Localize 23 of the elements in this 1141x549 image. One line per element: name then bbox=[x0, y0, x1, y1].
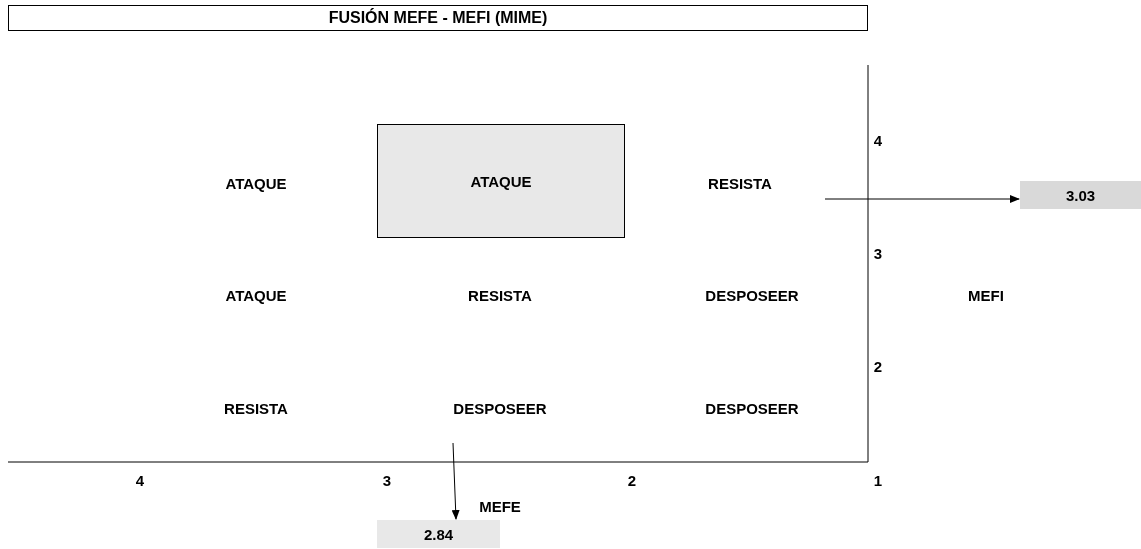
axis-title: MEFE bbox=[479, 497, 521, 515]
cell-label: RESISTA bbox=[224, 399, 288, 417]
highlighted-cell: ATAQUE bbox=[377, 124, 625, 238]
title-box: FUSIÓN MEFE - MEFI (MIME) bbox=[8, 5, 868, 31]
axis-tick-label: 3 bbox=[873, 244, 883, 262]
arrow bbox=[451, 442, 460, 520]
cell-label: DESPOSEER bbox=[705, 399, 799, 417]
cell-label: RESISTA bbox=[708, 174, 772, 192]
axis-tick-label: 2 bbox=[873, 357, 883, 375]
value-box: 3.03 bbox=[1020, 181, 1141, 209]
cell-label: ATAQUE bbox=[225, 286, 287, 304]
cell-label: DESPOSEER bbox=[705, 286, 799, 304]
axis-title: MEFI bbox=[968, 286, 1004, 304]
cell-label: ATAQUE bbox=[225, 174, 287, 192]
arrow bbox=[824, 195, 1020, 203]
axis-tick-label: 4 bbox=[135, 471, 145, 489]
value-box: 2.84 bbox=[377, 520, 500, 548]
cell-label: DESPOSEER bbox=[453, 399, 547, 417]
axis-tick-label: 1 bbox=[873, 471, 883, 489]
axis-tick-label: 3 bbox=[382, 471, 392, 489]
cell-label: RESISTA bbox=[468, 286, 532, 304]
axis-tick-label: 2 bbox=[627, 471, 637, 489]
axis-tick-label: 4 bbox=[873, 131, 883, 149]
